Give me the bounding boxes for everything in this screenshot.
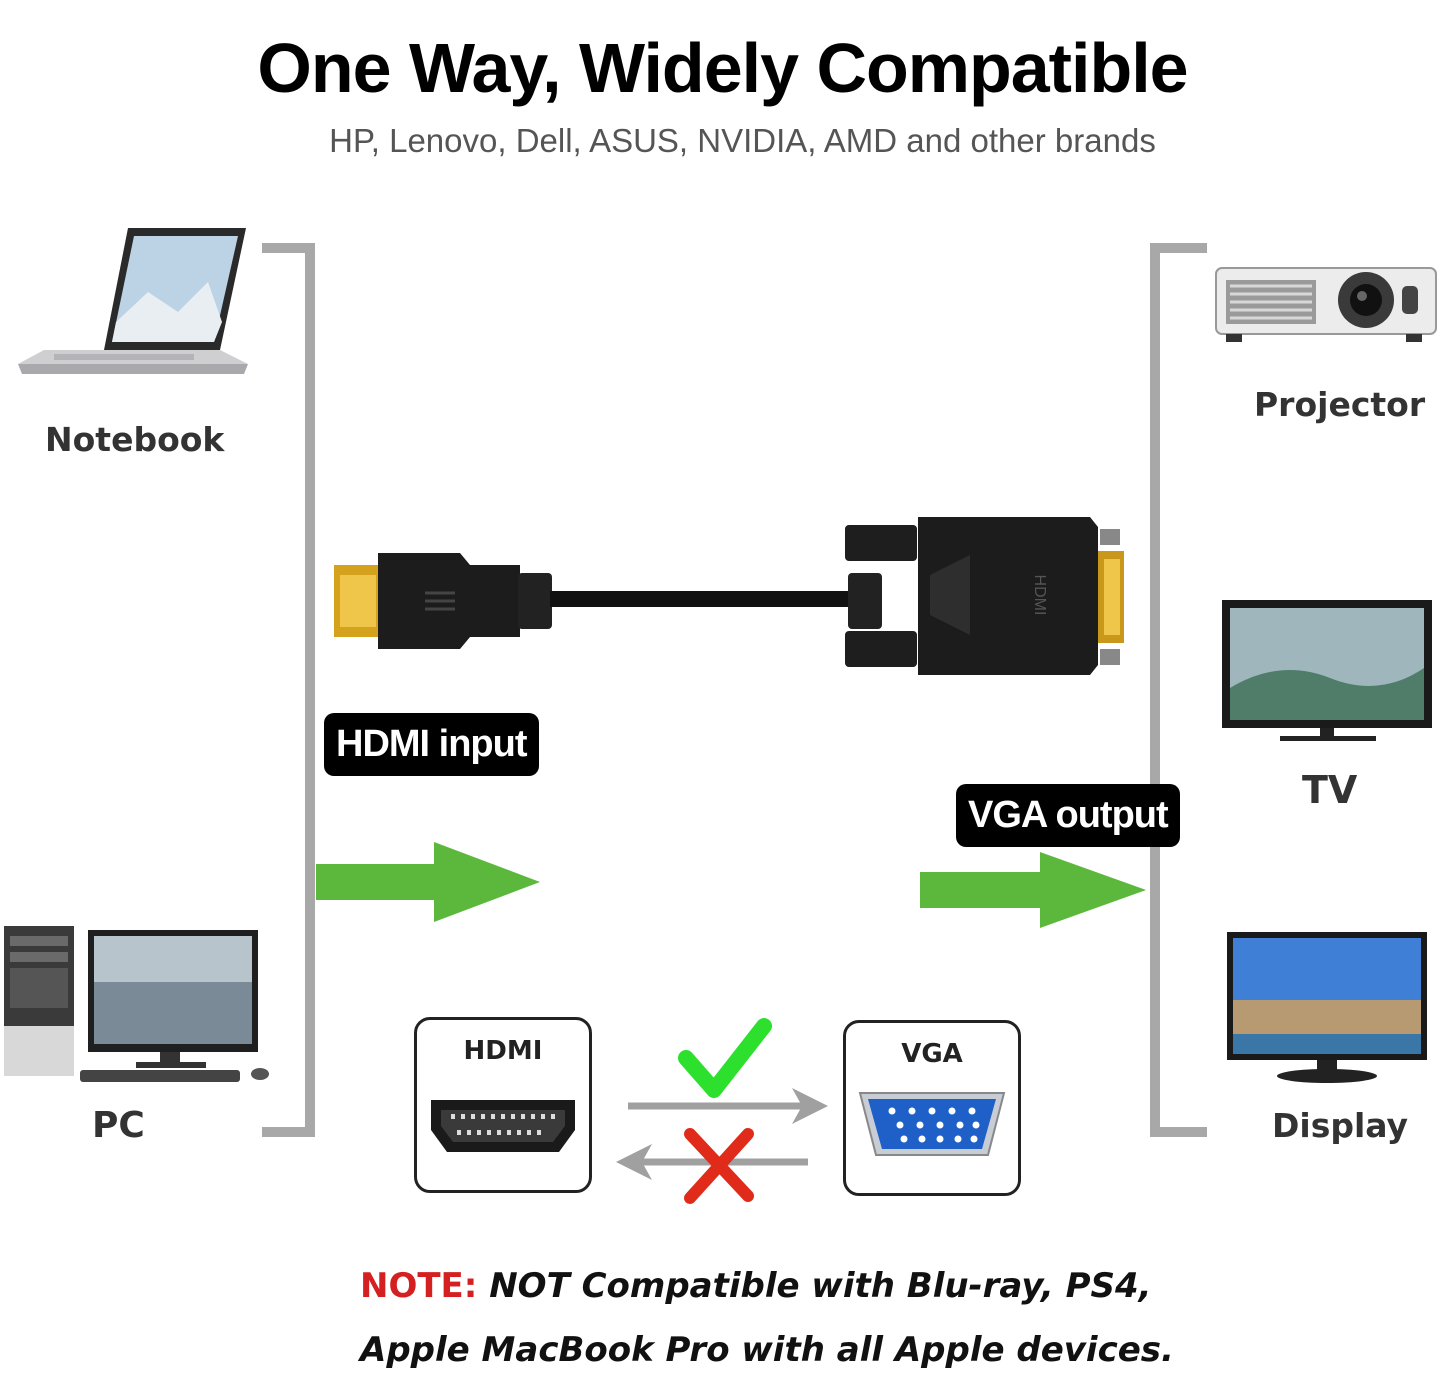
display-icon xyxy=(1227,932,1427,1083)
pc-icon xyxy=(4,926,269,1082)
vga-output-label: VGA output xyxy=(956,784,1180,847)
page-subtitle: HP, Lenovo, Dell, ASUS, NVIDIA, AMD and … xyxy=(329,122,1156,159)
note-text-1: NOT Compatible with Blu-ray, PS4, xyxy=(489,1266,1152,1306)
note-line-1: NOTE: NOT Compatible with Blu-ray, PS4, xyxy=(360,1266,1152,1306)
note-text-2: Apple MacBook Pro with all Apple devices… xyxy=(360,1330,1174,1370)
vga-port-box: VGA xyxy=(843,1020,1021,1196)
page-title: One Way, Widely Compatible xyxy=(257,29,1188,107)
output-arrow xyxy=(920,852,1146,928)
input-arrow xyxy=(316,842,540,922)
check-icon xyxy=(678,1018,772,1098)
cable-connector-text: HDMI xyxy=(1031,575,1048,616)
notebook-icon xyxy=(18,228,248,374)
left-bracket xyxy=(262,243,315,1137)
hdmi-port-box: HDMI xyxy=(414,1017,592,1193)
note-prefix: NOTE: xyxy=(360,1266,478,1306)
notebook-label: Notebook xyxy=(45,420,225,459)
hdmi-to-vga-cable-image: HDMI xyxy=(334,517,1124,675)
hdmi-port-label: HDMI xyxy=(463,1036,543,1066)
vga-port-icon xyxy=(858,1092,1006,1156)
vga-port-label: VGA xyxy=(901,1039,963,1069)
pc-label: PC xyxy=(92,1105,145,1146)
display-label: Display xyxy=(1272,1106,1409,1145)
projector-icon xyxy=(1215,267,1437,342)
cross-icon xyxy=(684,1128,754,1204)
hdmi-input-label: HDMI input xyxy=(324,713,539,776)
tv-icon xyxy=(1222,600,1432,741)
projector-label: Projector xyxy=(1254,385,1426,424)
hdmi-port-icon xyxy=(431,1100,575,1152)
direction-indicator xyxy=(616,1018,828,1204)
tv-label: TV xyxy=(1302,768,1358,812)
right-bracket xyxy=(1150,243,1207,1137)
